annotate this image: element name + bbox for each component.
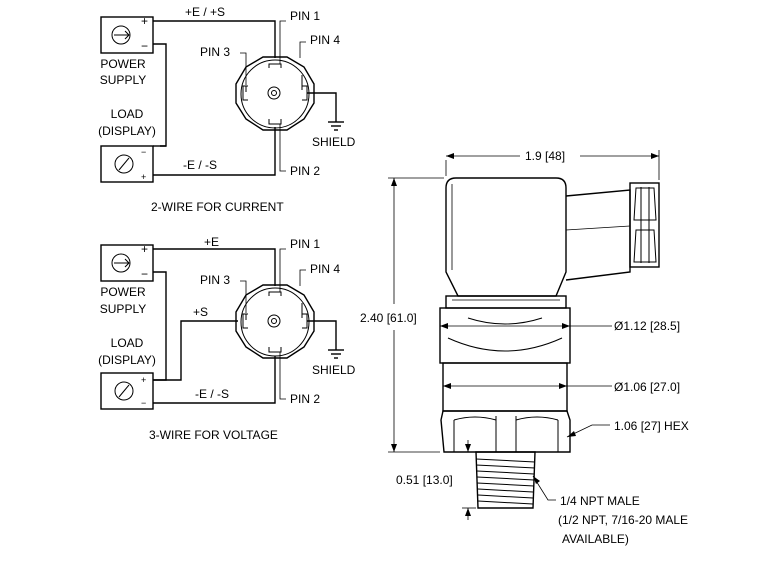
lower-body (442, 362, 568, 412)
power-supply-label-2: SUPPLY (100, 302, 146, 316)
connector-housing (445, 177, 567, 297)
power-plus-sign: + (141, 14, 148, 28)
pin3-label: PIN 3 (200, 45, 230, 59)
hex-dimension: 1.06 [27] HEX (614, 419, 689, 433)
top-wire-label: +E (204, 235, 219, 249)
load-label-1: LOAD (111, 107, 144, 121)
three-wire-diagram: + − POWER SUPPLY LOAD (DISPLAY) + − +E +… (98, 235, 356, 442)
connector-outline (235, 56, 315, 131)
upper-diameter-dimension: Ø1.12 [28.5] (614, 319, 680, 333)
pin2-label: PIN 2 (290, 164, 320, 178)
lower-diameter-dimension: Ø1.06 [27.0] (614, 380, 680, 394)
top-wire-label: +E / +S (185, 5, 225, 19)
upper-ring (439, 307, 571, 364)
power-supply-label-1: POWER (100, 285, 146, 299)
pin4-label: PIN 4 (310, 262, 340, 276)
thread-callout-line3: AVAILABLE) (562, 532, 629, 546)
bottom-wire-label: -E / -S (183, 158, 217, 172)
thread-callout-line2: (1/2 NPT, 7/16-20 MALE (558, 513, 688, 527)
transducer-outline-drawing (439, 177, 660, 509)
load-meter-symbol (114, 154, 134, 174)
load-plus-sign: + (141, 172, 146, 182)
pin3-label: PIN 3 (200, 273, 230, 287)
two-wire-caption: 2-WIRE FOR CURRENT (151, 200, 284, 214)
pin2-label: PIN 2 (290, 392, 320, 406)
power-supply-box (100, 244, 154, 282)
load-minus-sign: − (141, 398, 146, 408)
power-minus-sign: − (141, 39, 148, 53)
load-label-2: (DISPLAY) (98, 124, 156, 138)
power-supply-box (100, 16, 154, 54)
dimension-annotations: 1.9 [48] 2.40 [61.0] Ø1.12 [28.5] Ø1.06 … (360, 149, 689, 546)
power-plus-sign: + (141, 242, 148, 256)
load-plus-sign: + (141, 375, 146, 385)
three-wire-caption: 3-WIRE FOR VOLTAGE (149, 428, 278, 442)
shield-label: SHIELD (312, 135, 356, 149)
connector-outline (235, 284, 315, 359)
power-supply-label-1: POWER (100, 57, 146, 71)
bottom-wire-label: -E / -S (195, 387, 229, 401)
load-box (100, 145, 154, 183)
pin1-label: PIN 1 (290, 237, 320, 251)
shield-label: SHIELD (312, 363, 356, 377)
height-dimension: 2.40 [61.0] (360, 311, 417, 325)
load-minus-sign: − (141, 147, 146, 157)
side-plug (565, 189, 631, 281)
pin4-label: PIN 4 (310, 33, 340, 47)
thread-callout-line1: 1/4 NPT MALE (560, 494, 640, 508)
two-wire-diagram: + − POWER SUPPLY LOAD (DISPLAY) − + +E /… (98, 5, 356, 214)
pin1-label: PIN 1 (290, 9, 320, 23)
thread-length-dimension: 0.51 [13.0] (396, 473, 453, 487)
width-dimension: 1.9 [48] (525, 149, 565, 163)
connector-face (240, 59, 310, 129)
load-label-1: LOAD (111, 336, 144, 350)
load-label-2: (DISPLAY) (98, 353, 156, 367)
power-minus-sign: − (141, 267, 148, 281)
threaded-fitting (475, 451, 536, 509)
power-supply-symbol (111, 25, 131, 45)
signal-wire-label: +S (193, 305, 208, 319)
load-box (100, 372, 154, 410)
power-supply-label-2: SUPPLY (100, 73, 146, 87)
hex-nut (440, 410, 571, 453)
